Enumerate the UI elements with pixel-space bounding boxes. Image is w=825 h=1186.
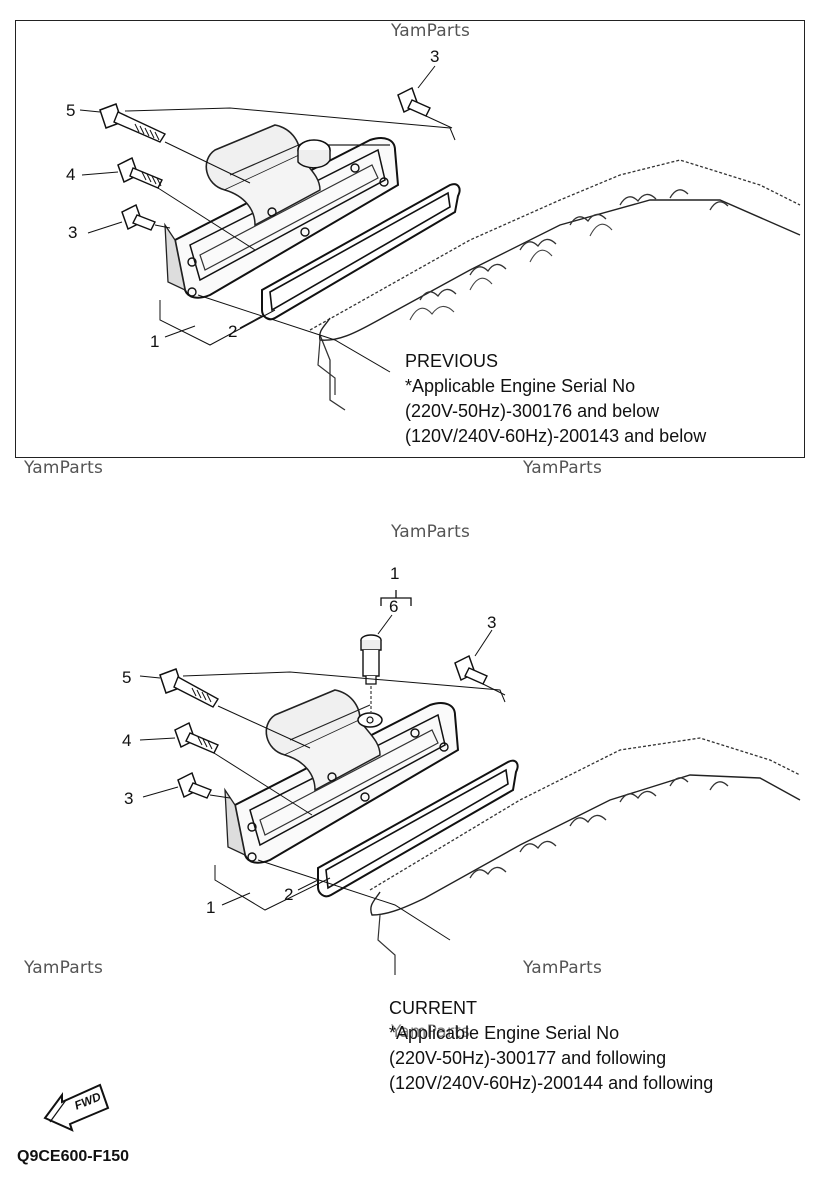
note-line: *Applicable Engine Serial No bbox=[389, 1023, 620, 1043]
top-diagram bbox=[79, 65, 801, 411]
bolt-3-top-right bbox=[397, 86, 431, 117]
note-heading: CURRENT bbox=[389, 998, 477, 1018]
watermark: YamParts bbox=[24, 458, 104, 478]
current-note: CURRENT *Applicable Engine Serial No (22… bbox=[389, 996, 713, 1096]
callout-1: 1 bbox=[150, 332, 160, 351]
bolt-5-bottom bbox=[159, 668, 219, 708]
note-line: (220V-50Hz)-300177 and following bbox=[389, 1048, 667, 1068]
callout-4: 4 bbox=[66, 165, 76, 184]
watermark: YamParts bbox=[391, 522, 471, 542]
fitting-6 bbox=[360, 634, 382, 712]
watermark: YamParts bbox=[391, 21, 471, 41]
callout-1: 1 bbox=[206, 898, 216, 917]
callout-5: 5 bbox=[66, 101, 76, 120]
bolt-4-bottom bbox=[174, 721, 219, 754]
callout-2: 2 bbox=[228, 322, 238, 341]
watermark: YamParts bbox=[523, 958, 603, 978]
fwd-arrow-icon bbox=[43, 1083, 110, 1132]
previous-note: PREVIOUS *Applicable Engine Serial No (2… bbox=[405, 349, 706, 449]
watermark: YamParts bbox=[523, 458, 603, 478]
bolt-3-top-left bbox=[121, 203, 156, 231]
note-heading: PREVIOUS bbox=[405, 351, 499, 371]
bolt-3-bottom-right bbox=[454, 654, 488, 685]
bolt-3-bottom-left bbox=[177, 771, 212, 799]
callout-3: 3 bbox=[124, 789, 134, 808]
note-line: (220V-50Hz)-300176 and below bbox=[405, 401, 660, 421]
note-line: (120V/240V-60Hz)-200143 and below bbox=[405, 426, 707, 446]
bolt-5-top bbox=[99, 103, 167, 143]
note-line: *Applicable Engine Serial No bbox=[405, 376, 636, 396]
watermark: YamParts bbox=[24, 958, 104, 978]
figure-code: Q9CE600-F150 bbox=[17, 1148, 130, 1165]
note-line: (120V/240V-60Hz)-200144 and following bbox=[389, 1073, 714, 1093]
callout-5: 5 bbox=[122, 668, 132, 687]
top-panel-frame bbox=[15, 20, 805, 458]
watermark: YamParts bbox=[391, 1022, 471, 1042]
callout-6: 6 bbox=[389, 597, 399, 616]
callout-3: 3 bbox=[68, 223, 78, 242]
callout-3: 3 bbox=[430, 47, 440, 66]
callout-3: 3 bbox=[487, 613, 497, 632]
callout-1: 1 bbox=[390, 564, 400, 583]
callout-4: 4 bbox=[122, 731, 132, 750]
bolt-4-top bbox=[117, 156, 163, 189]
bottom-diagram bbox=[139, 590, 801, 975]
callout-2: 2 bbox=[284, 885, 294, 904]
